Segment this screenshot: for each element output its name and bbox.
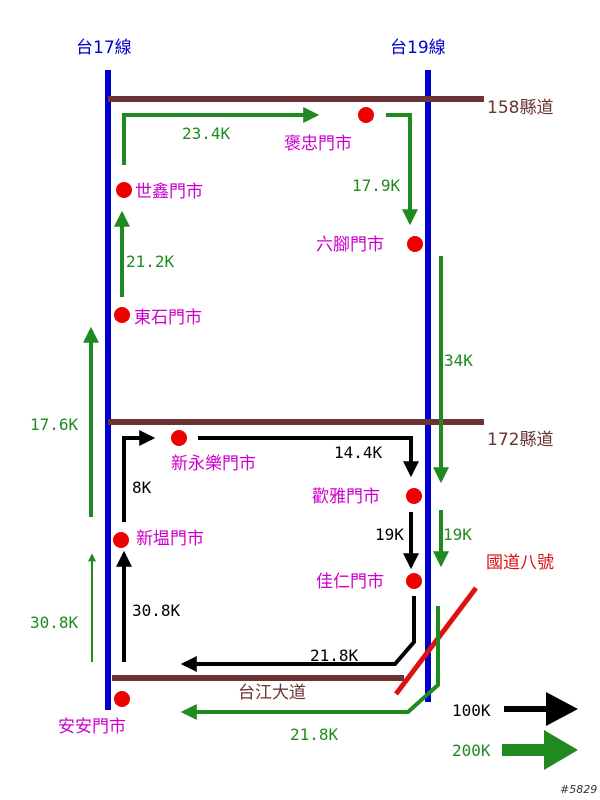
store-marker-xinkan: [113, 532, 129, 548]
county172-label: 172縣道: [487, 430, 553, 450]
flow-arrow-23-4: [122, 107, 320, 165]
store-label-shixin: 世鑫門市: [135, 182, 203, 202]
store-label-huanya: 歡雅門市: [312, 487, 380, 507]
store-label-xinkan: 新塭門市: [136, 529, 204, 549]
legend-label-200k: 200K: [452, 741, 491, 760]
store-marker-anan: [114, 691, 130, 707]
county158-label: 158縣道: [487, 98, 553, 118]
store-label-dongshi: 東石門市: [134, 308, 202, 328]
legend-label-100k: 100K: [452, 701, 491, 720]
flow-label-30-8-green: 30.8K: [30, 613, 79, 632]
flow-label-34: 34K: [444, 351, 473, 370]
store-label-baozhong: 褒忠門市: [284, 134, 352, 154]
flow-label-30-8-black: 30.8K: [132, 601, 181, 620]
route17-label: 台17線: [76, 38, 132, 58]
store-label-xinyongle: 新永樂門市: [171, 454, 256, 474]
flow-label-19-black: 19K: [375, 525, 404, 544]
watermark-text: #5829: [560, 783, 597, 796]
flow-label-14-4: 14.4K: [334, 443, 383, 462]
store-marker-shixin: [116, 182, 132, 198]
taijiang-label: 台江大道: [238, 683, 306, 703]
freeway8-label: 國道八號: [486, 553, 554, 573]
route19-label: 台19線: [390, 38, 446, 58]
flow-label-17-9: 17.9K: [352, 176, 401, 195]
flow-label-21-2: 21.2K: [126, 252, 175, 271]
store-marker-jiaren: [406, 573, 422, 589]
legend-arrow-green: [502, 730, 578, 770]
legend-arrow-black: [504, 692, 578, 726]
flow-arrow-8: [122, 430, 156, 522]
flow-label-23-4: 23.4K: [182, 124, 231, 143]
flow-label-17-6: 17.6K: [30, 415, 79, 434]
flow-arrow-21-8-black: [180, 596, 416, 672]
flow-arrow-14-4: [198, 436, 419, 478]
store-marker-huanya: [406, 488, 422, 504]
flow-label-8: 8K: [132, 478, 152, 497]
store-label-liujiao: 六腳門市: [316, 235, 384, 255]
store-marker-dongshi: [114, 307, 130, 323]
flow-arrow-17-9: [386, 113, 418, 226]
store-marker-baozhong: [358, 107, 374, 123]
flow-label-21-8-green: 21.8K: [290, 725, 339, 744]
store-label-anan: 安安門市: [58, 717, 126, 737]
store-marker-liujiao: [407, 236, 423, 252]
flow-label-21-8-black: 21.8K: [310, 646, 359, 665]
store-marker-xinyongle: [171, 430, 187, 446]
flow-arrow-21-8-green: [180, 606, 440, 720]
store-label-jiaren: 佳仁門市: [316, 572, 384, 592]
flow-label-19-green: 19K: [443, 525, 472, 544]
